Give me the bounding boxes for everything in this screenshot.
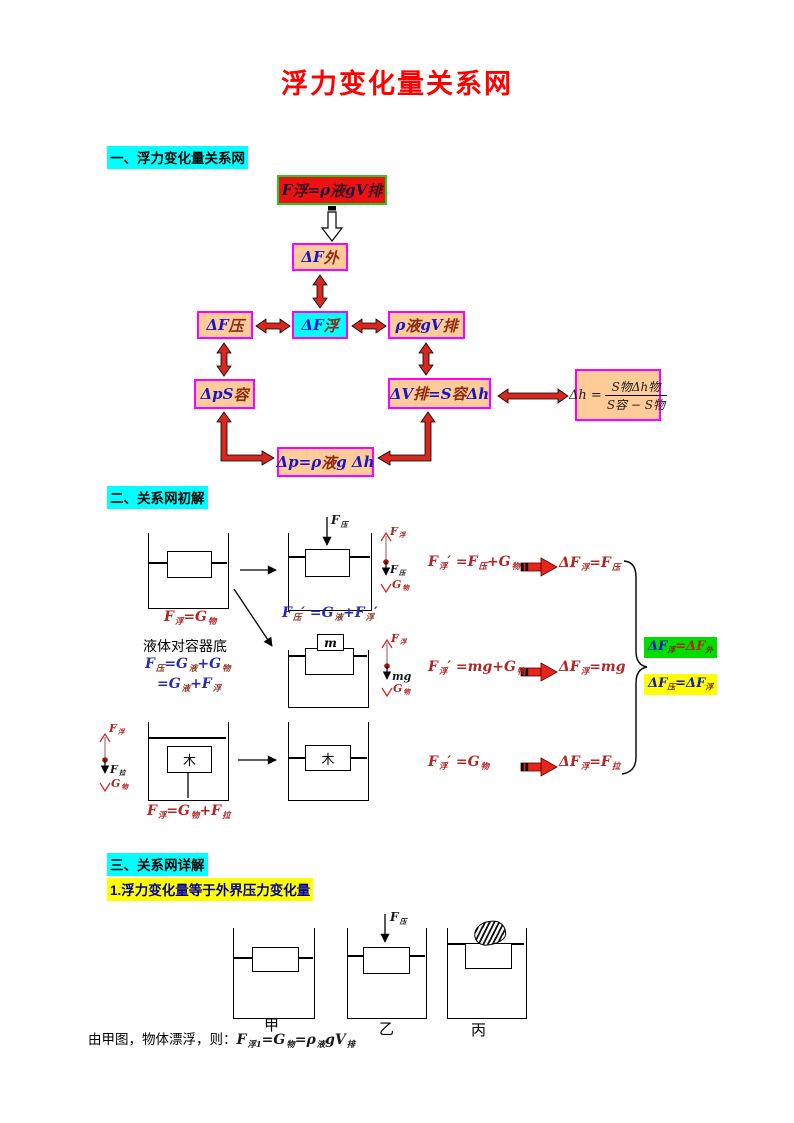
block-yi bbox=[363, 947, 410, 974]
waterline bbox=[349, 757, 367, 759]
fd1-buoyancy-label: F浮 bbox=[390, 525, 406, 540]
press-force-label-yi: F压 bbox=[390, 910, 407, 926]
fraction: S物Δh物 S容 − S物 bbox=[604, 378, 667, 413]
result-green-box: ΔF浮=ΔF外 bbox=[644, 637, 718, 658]
waterline bbox=[347, 955, 363, 957]
block-jia bbox=[252, 947, 299, 972]
eq-left-line1: F压=G液+G物 bbox=[145, 656, 231, 673]
eq-r1-press: F压′ =G液+F浮′ bbox=[282, 605, 378, 622]
block-bing bbox=[465, 943, 512, 969]
eq-r3-under: F浮=G物+F拉 bbox=[147, 803, 231, 820]
flowchart-double-arrows bbox=[216, 274, 569, 466]
section-2-heading: 二、关系网初解 bbox=[107, 486, 208, 509]
wood-block-submerged: 木 bbox=[167, 746, 212, 773]
label-bing: 丙 bbox=[471, 1022, 487, 1039]
vessel-with-mass bbox=[288, 650, 369, 708]
wood-block-floating: 木 bbox=[305, 745, 351, 771]
eq-r2: F浮′ =mg+G物 bbox=[428, 659, 526, 676]
fd1-press-label: F压 bbox=[390, 563, 406, 578]
label-yi: 乙 bbox=[379, 1021, 395, 1038]
waterline bbox=[297, 957, 313, 959]
press-force-label: F压 bbox=[331, 513, 348, 529]
section-1-heading: 一、浮力变化量关系网 bbox=[107, 146, 248, 169]
waterline bbox=[149, 737, 226, 739]
conclusion-line: 由甲图，物体漂浮，则： F浮1=G物=ρ液gV排 bbox=[88, 1028, 355, 1049]
conclusion-prefix: 由甲图，物体漂浮，则： bbox=[88, 1032, 237, 1047]
waterline bbox=[348, 556, 370, 558]
eq-r1-result: ΔF浮=F压 bbox=[559, 555, 621, 572]
vessel-yi bbox=[347, 928, 427, 1019]
fd3-buoyancy-label: F浮 bbox=[109, 722, 125, 737]
waterline bbox=[352, 655, 367, 657]
eq-r3: F浮′ =G物 bbox=[428, 754, 489, 771]
label-liquid-on-bottom: 液体对容器底 bbox=[143, 638, 227, 654]
fd1-weight-label: G物 bbox=[392, 578, 409, 593]
eq-r3-result: ΔF浮=F拉 bbox=[559, 754, 621, 771]
section-3-heading: 三、关系网详解 bbox=[107, 853, 208, 876]
vessel-tied-wood bbox=[148, 722, 229, 801]
eq-r2-result: ΔF浮=mg bbox=[559, 659, 626, 676]
page-title: 浮力变化量关系网 bbox=[281, 69, 513, 99]
eq-r1: F浮′ =F压+G物 bbox=[428, 554, 521, 571]
vessel-floating bbox=[148, 533, 229, 609]
fraction-denominator: S容 − S物 bbox=[604, 394, 667, 413]
fd2-buoyancy-label: F浮 bbox=[391, 632, 407, 647]
result-yellow-box: ΔF压=ΔF浮 bbox=[644, 674, 718, 695]
waterline bbox=[288, 556, 305, 558]
eq-left-line2: =G液+F浮 bbox=[157, 676, 222, 693]
waterline bbox=[233, 957, 252, 959]
grouping-brace bbox=[621, 560, 648, 775]
force-diagram-2 bbox=[381, 638, 393, 698]
waterline bbox=[210, 562, 227, 564]
vessel-bing bbox=[447, 928, 527, 1019]
floating-block bbox=[167, 551, 212, 578]
fraction-numerator: S物Δh物 bbox=[611, 379, 661, 394]
mass-block: m bbox=[317, 634, 344, 651]
fraction-lhs: Δh = bbox=[569, 387, 602, 403]
pressed-block bbox=[305, 549, 350, 577]
fd2-weight-label: G物 bbox=[393, 682, 410, 697]
red-block-arrows bbox=[520, 557, 558, 777]
vessel-wood-floating bbox=[288, 722, 369, 801]
eq-r1-under: F浮=G物 bbox=[164, 609, 217, 626]
flowchart-node-delta-h-fraction: Δh = S物Δh物 S容 − S物 bbox=[569, 369, 667, 421]
hollow-down-arrow bbox=[320, 206, 344, 242]
vessel-pressed bbox=[288, 533, 372, 611]
waterline bbox=[148, 562, 167, 564]
fd3-pull-label: F拉 bbox=[110, 763, 126, 778]
force-diagram-3 bbox=[99, 732, 111, 793]
waterline bbox=[288, 655, 305, 657]
conclusion-formula: F浮1=G物=ρ液gV排 bbox=[236, 1032, 356, 1049]
waterline bbox=[288, 757, 305, 759]
label-jia: 甲 bbox=[264, 1017, 280, 1034]
section-3-subheading: 1.浮力变化量等于外界压力变化量 bbox=[107, 878, 314, 901]
fd3-weight-label: G物 bbox=[111, 777, 128, 792]
fd2-mg-label: mg bbox=[392, 670, 412, 683]
map2-transition-arrows bbox=[187, 517, 390, 943]
floating-block bbox=[305, 648, 354, 675]
force-diagram-1 bbox=[380, 531, 392, 594]
vessel-jia bbox=[233, 928, 315, 1019]
waterline bbox=[408, 955, 425, 957]
